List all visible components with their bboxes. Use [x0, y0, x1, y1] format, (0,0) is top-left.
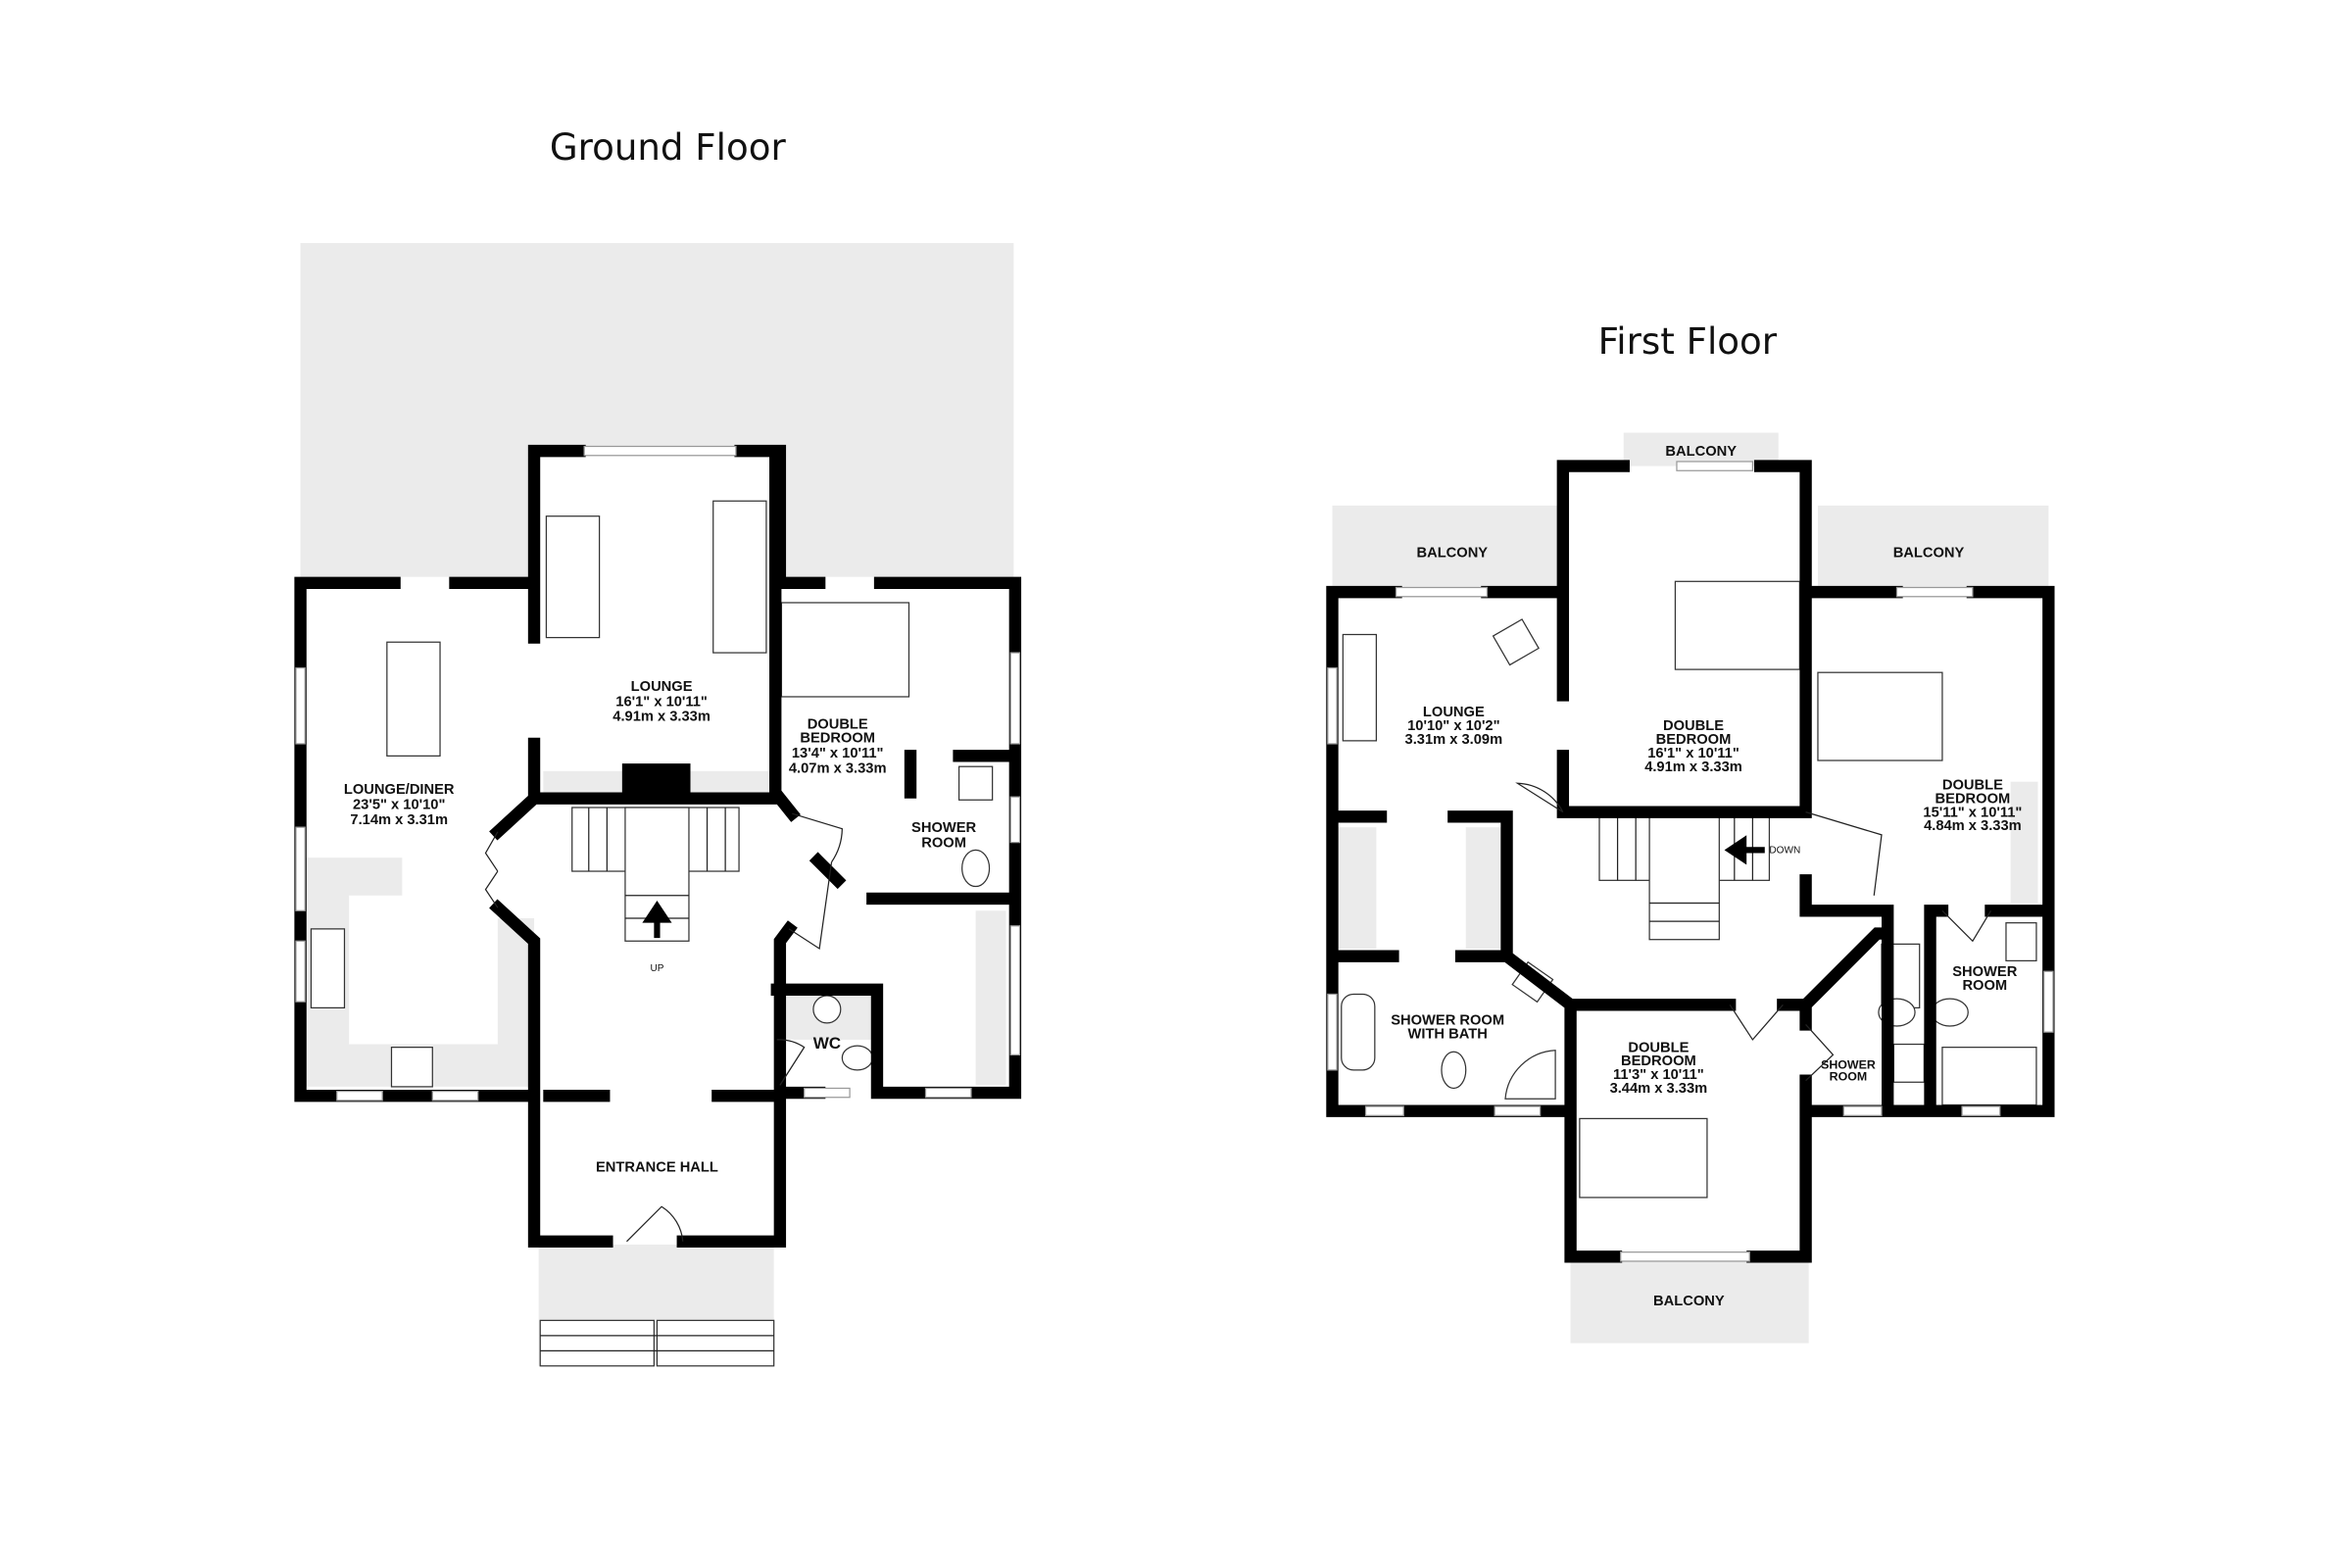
sofa [545, 515, 601, 639]
fireplace [621, 763, 691, 798]
walls [1326, 460, 2055, 1263]
room-label: ENTRANCE HALL [596, 1160, 718, 1176]
bed [780, 602, 910, 698]
bed [1579, 1117, 1708, 1199]
up-arrow-icon [642, 901, 672, 939]
door[interactable] [484, 831, 499, 908]
door[interactable] [1729, 1004, 1784, 1041]
door[interactable] [792, 812, 843, 863]
sofa [1342, 633, 1378, 742]
door[interactable] [776, 1039, 806, 1086]
balcony [1817, 505, 2049, 588]
balcony-label: BALCONY [1893, 546, 1965, 562]
armchair [1492, 618, 1540, 666]
bed [1674, 580, 1801, 670]
door[interactable] [1515, 782, 1564, 813]
balcony [1332, 505, 1563, 588]
door[interactable] [1805, 1024, 1835, 1082]
staircase: DOWN [1598, 814, 1800, 941]
toilet [1441, 1051, 1467, 1090]
balcony-label: BALCONY [1416, 546, 1488, 562]
balcony-label: BALCONY [1665, 444, 1737, 460]
balcony [1623, 432, 1779, 466]
shower-tray [1504, 1050, 1556, 1100]
sofa [712, 500, 767, 654]
down-arrow-icon [1724, 835, 1765, 865]
door[interactable] [1941, 909, 1992, 943]
kitchen-counter [303, 858, 535, 1087]
basin [2005, 922, 2037, 962]
first-floor-plan: First Floor BALCONY BALCONY BALCONY BALC… [1326, 320, 2055, 1344]
front-door[interactable] [626, 1205, 684, 1243]
room-label: WC [813, 1034, 841, 1053]
porch-steps [539, 1319, 775, 1367]
shower-tray [1941, 1047, 2037, 1106]
stairs-up-label: UP [650, 963, 663, 974]
sink [310, 928, 346, 1009]
staircase: UP [571, 807, 740, 974]
basin [957, 765, 994, 801]
bath [1341, 993, 1376, 1071]
balcony [1570, 1259, 1809, 1344]
toilet [841, 1045, 873, 1071]
stairs-down-label: DOWN [1769, 845, 1800, 856]
bed [1817, 671, 1943, 761]
ground-floor-title: Ground Floor [550, 126, 787, 169]
door[interactable] [1805, 811, 1883, 896]
dining-table [386, 641, 441, 757]
hob [390, 1047, 433, 1088]
door[interactable] [788, 861, 833, 951]
first-floor-title: First Floor [1598, 320, 1778, 363]
balcony-label: BALCONY [1653, 1294, 1725, 1309]
toilet [961, 849, 991, 888]
toilet [1931, 998, 1969, 1027]
basin [1892, 1043, 1925, 1083]
basin [812, 995, 842, 1024]
ground-floor-plan: Ground Floor [294, 126, 1022, 1367]
